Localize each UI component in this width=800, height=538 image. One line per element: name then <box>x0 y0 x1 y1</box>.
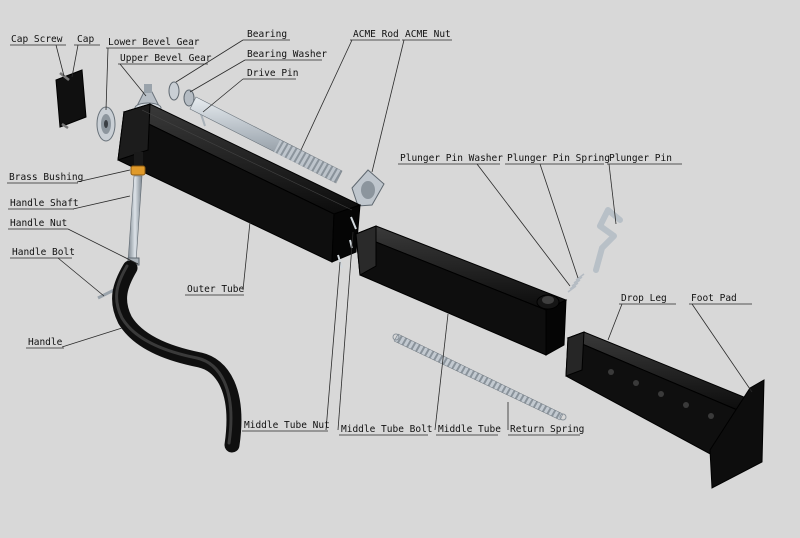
label-cap-screw: Cap Screw <box>11 34 63 45</box>
middle-tube-part <box>354 225 568 356</box>
part-labels: Cap Screw Cap Lower Bevel Gear Upper Bev… <box>7 29 752 436</box>
label-bearing: Bearing <box>247 29 287 40</box>
label-upper-bevel-gear: Upper Bevel Gear <box>120 53 212 64</box>
brass-bushing-part <box>130 165 146 176</box>
foot-pad-part <box>709 379 765 489</box>
label-outer-tube: Outer Tube <box>187 284 244 295</box>
handle-shaft-part <box>127 175 143 263</box>
label-handle-shaft: Handle Shaft <box>10 198 79 209</box>
lower-bevel-gear-part <box>96 106 116 142</box>
label-drop-leg: Drop Leg <box>621 293 667 304</box>
label-middle-tube: Middle Tube <box>438 424 501 435</box>
bearing-part <box>168 81 180 101</box>
label-middle-tube-bolt: Middle Tube Bolt <box>341 424 433 435</box>
middle-tube-bolt-part <box>350 216 357 230</box>
cap-screw-part <box>59 72 70 81</box>
handle-part <box>112 260 242 453</box>
label-handle: Handle <box>28 337 63 348</box>
label-plunger-pin-spring: Plunger Pin Spring <box>507 153 610 164</box>
acme-rod-part <box>189 96 343 184</box>
label-drive-pin: Drive Pin <box>247 68 298 79</box>
plunger-pin-part <box>593 207 623 273</box>
return-spring-part <box>392 333 567 421</box>
label-return-spring: Return Spring <box>510 424 584 435</box>
label-plunger-pin: Plunger Pin <box>609 153 672 164</box>
plunger-pin-spring-part <box>567 273 585 293</box>
label-middle-tube-nut: Middle Tube Nut <box>244 420 330 431</box>
middle-tube-nut-part <box>337 254 343 269</box>
label-brass-bushing: Brass Bushing <box>9 172 83 183</box>
label-handle-nut: Handle Nut <box>10 218 67 229</box>
leader-lines <box>55 39 753 431</box>
label-handle-bolt: Handle Bolt <box>12 247 75 258</box>
cap-part <box>55 69 87 128</box>
label-cap: Cap <box>77 34 94 45</box>
label-lower-bevel-gear: Lower Bevel Gear <box>108 37 200 48</box>
label-foot-pad: Foot Pad <box>691 293 737 304</box>
outer-tube-part <box>117 103 362 263</box>
bearing-washer-part <box>183 89 195 107</box>
label-acme-rod: ACME Rod <box>353 29 399 40</box>
label-bearing-washer: Bearing Washer <box>247 49 327 60</box>
acme-nut-part <box>351 169 385 207</box>
label-acme-nut: ACME Nut <box>405 29 451 40</box>
label-plunger-pin-washer: Plunger Pin Washer <box>400 153 503 164</box>
